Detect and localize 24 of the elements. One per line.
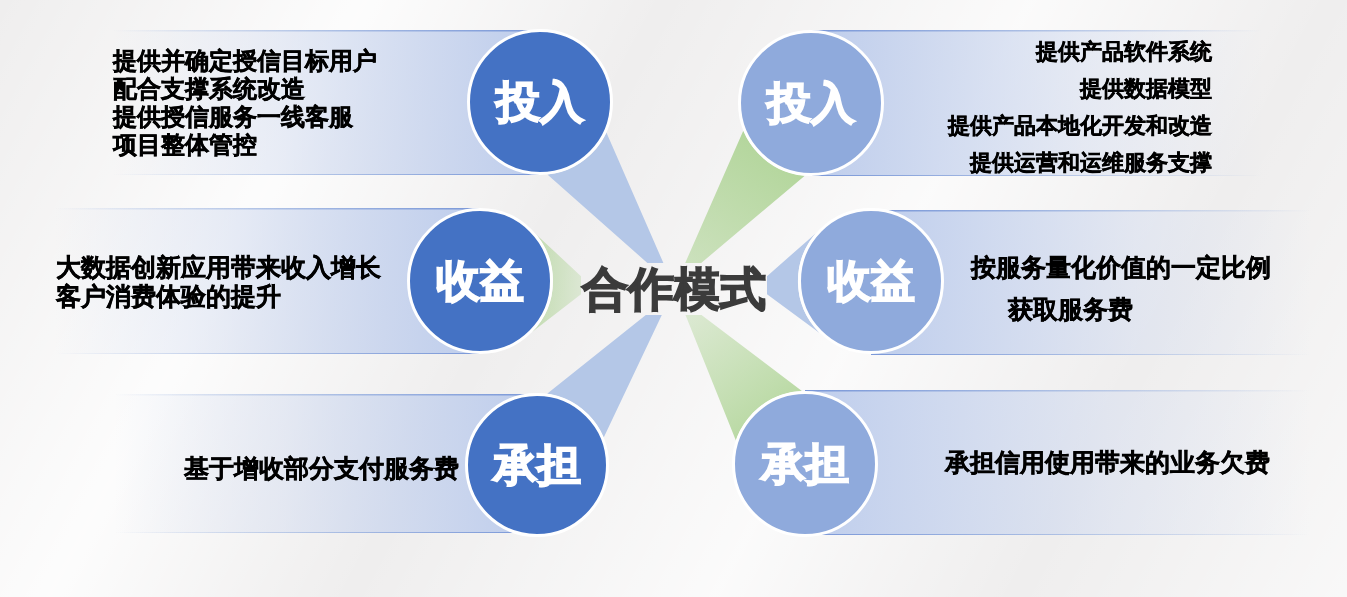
category-label: 投入 bbox=[767, 81, 855, 125]
description-text: 提供运营和运维服务支撑 bbox=[968, 149, 1212, 177]
beam-connector bbox=[547, 315, 662, 438]
category-label: 收益 bbox=[827, 259, 915, 303]
description-text: 基于增收部分支付服务费 bbox=[184, 454, 460, 484]
beam-connector bbox=[685, 315, 802, 441]
description-text: 提供数据模型 bbox=[1078, 75, 1212, 103]
description-text: 大数据创新应用带来收入增长 bbox=[56, 253, 382, 282]
description-text: 客户消费体验的提升 bbox=[56, 282, 282, 311]
description-text: 提供产品软件系统 bbox=[1034, 38, 1212, 66]
description-text: 配合支撑系统改造 bbox=[113, 75, 306, 103]
category-label: 承担 bbox=[761, 442, 849, 486]
description-text: 按服务量化价值的一定比例获取服务费 bbox=[971, 252, 1271, 326]
beam-connector bbox=[685, 130, 805, 263]
category-label: 投入 bbox=[496, 80, 584, 124]
description-text: 提供并确定授信目标用户 bbox=[113, 47, 378, 75]
central-title: 合作模式 bbox=[581, 263, 767, 315]
description-text: 提供产品本地化开发和改造 bbox=[946, 112, 1212, 140]
category-label: 承担 bbox=[493, 443, 581, 487]
category-label: 收益 bbox=[436, 259, 524, 303]
beam-connector bbox=[547, 132, 664, 263]
description-text: 提供授信服务一线客服 bbox=[113, 103, 354, 131]
description-text: 项目整体管控 bbox=[113, 131, 258, 159]
description-text: 承担信用使用带来的业务欠费 bbox=[945, 448, 1271, 478]
